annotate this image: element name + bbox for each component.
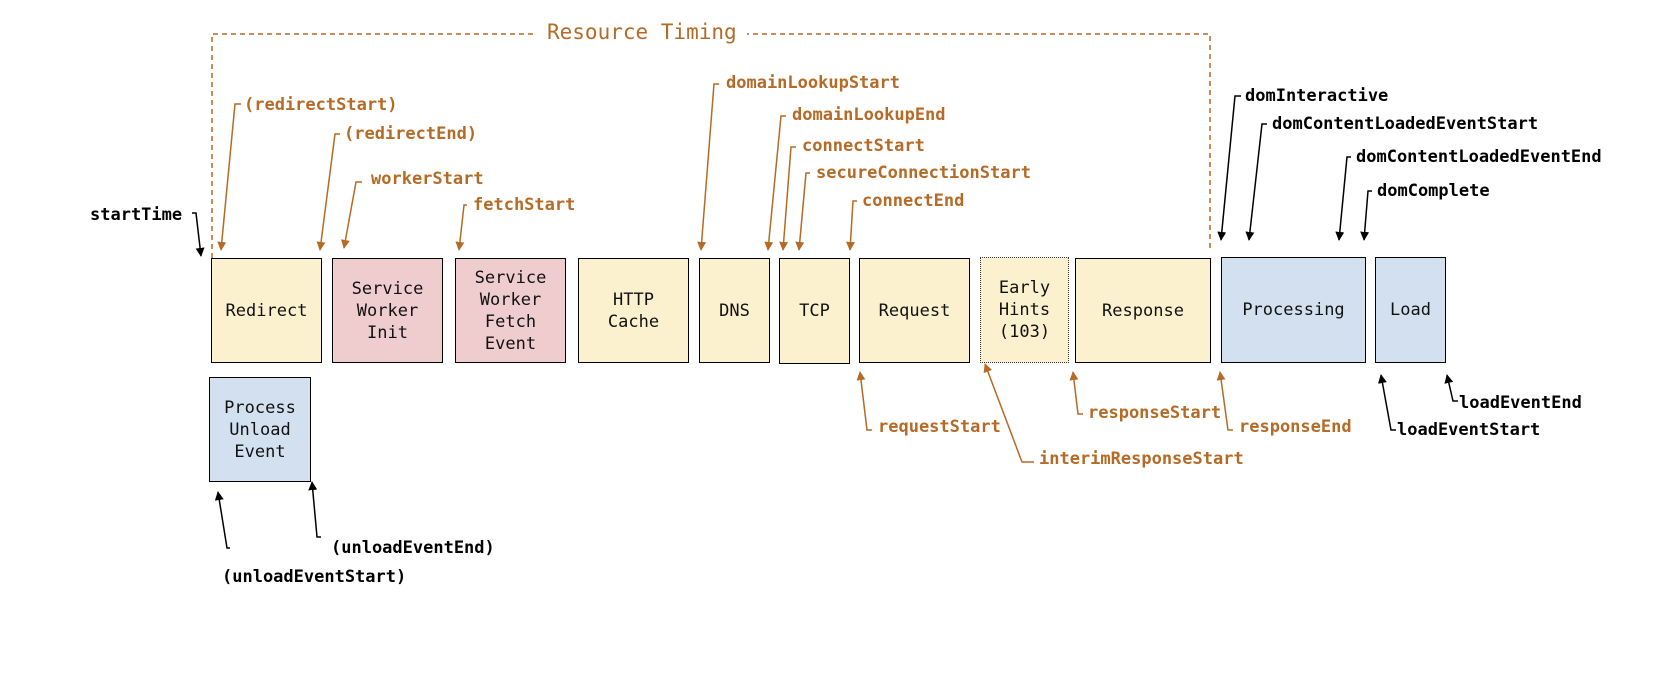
arrow-dom-complete (1360, 190, 1372, 241)
label-request-start: requestStart (878, 417, 1001, 437)
label-secure-connection-start: secureConnectionStart (816, 163, 1031, 183)
label-worker-start: workerStart (371, 169, 484, 189)
label-redirect-start: (redirectStart) (244, 95, 398, 115)
label-domain-lookup-end: domainLookupEnd (792, 105, 946, 125)
label-dom-content-loaded-event-end: domContentLoadedEventEnd (1356, 147, 1602, 167)
phase-load: Load (1375, 257, 1446, 363)
arrow-response-end (1216, 371, 1233, 431)
arrow-request-start (856, 371, 872, 431)
arrow-domain-lookup-start (697, 83, 719, 251)
phase-process-unload-event: Process Unload Event (209, 377, 311, 482)
phase-request: Request (859, 258, 970, 363)
resource-timing-bracket (211, 33, 1211, 258)
phase-processing: Processing (1221, 257, 1366, 363)
label-connect-end: connectEnd (862, 191, 965, 211)
phase-tcp: TCP (779, 258, 850, 364)
phase-service-worker-fetch-event: Service Worker Fetch Event (455, 258, 566, 363)
arrow-load-event-start (1378, 374, 1396, 431)
arrow-load-event-end (1444, 374, 1458, 402)
arrow-connect-start (779, 146, 796, 251)
arrow-connect-end (846, 200, 857, 251)
phase-http-cache: HTTP Cache (578, 258, 689, 363)
label-connect-start: connectStart (802, 136, 925, 156)
arrow-redirect-start (217, 103, 241, 251)
label-unload-event-start: (unloadEventStart) (222, 567, 407, 587)
arrow-secure-connection-start (795, 172, 810, 251)
label-dom-complete: domComplete (1377, 181, 1490, 201)
arrow-unload-event-end (308, 481, 321, 538)
label-response-end: responseEnd (1239, 417, 1352, 437)
arrow-fetch-start (455, 204, 467, 251)
arrow-domain-lookup-end (764, 115, 786, 251)
arrow-redirect-end (316, 133, 340, 251)
arrow-worker-start (341, 181, 362, 249)
arrow-interim-response-start (983, 363, 1034, 463)
arrow-dom-interactive (1217, 95, 1241, 241)
phase-service-worker-init: Service Worker Init (332, 258, 443, 363)
label-redirect-end: (redirectEnd) (344, 124, 478, 144)
resource-timing-title: Resource Timing (537, 20, 747, 44)
label-unload-event-end: (unloadEventEnd) (331, 538, 495, 558)
phase-response: Response (1075, 258, 1211, 363)
phase-redirect: Redirect (211, 258, 322, 363)
arrow-unload-event-start (214, 491, 230, 549)
label-interim-response-start: interimResponseStart (1039, 449, 1244, 469)
phase-dns: DNS (699, 258, 770, 363)
label-load-event-start: loadEventStart (1397, 420, 1541, 440)
label-domain-lookup-start: domainLookupStart (726, 73, 900, 93)
label-response-start: responseStart (1088, 403, 1222, 423)
label-dom-content-loaded-event-start: domContentLoadedEventStart (1272, 114, 1539, 134)
arrow-response-start (1069, 371, 1083, 415)
phase-early-hints: Early Hints (103) (980, 257, 1069, 363)
arrow-dom-content-loaded-end (1335, 156, 1351, 241)
label-fetch-start: fetchStart (473, 195, 576, 215)
label-start-time: startTime (90, 205, 183, 225)
arrow-dom-content-loaded-start (1245, 123, 1267, 241)
label-load-event-end: loadEventEnd (1459, 393, 1582, 413)
arrow-start-time (192, 212, 205, 257)
label-dom-interactive: domInteractive (1245, 86, 1389, 106)
